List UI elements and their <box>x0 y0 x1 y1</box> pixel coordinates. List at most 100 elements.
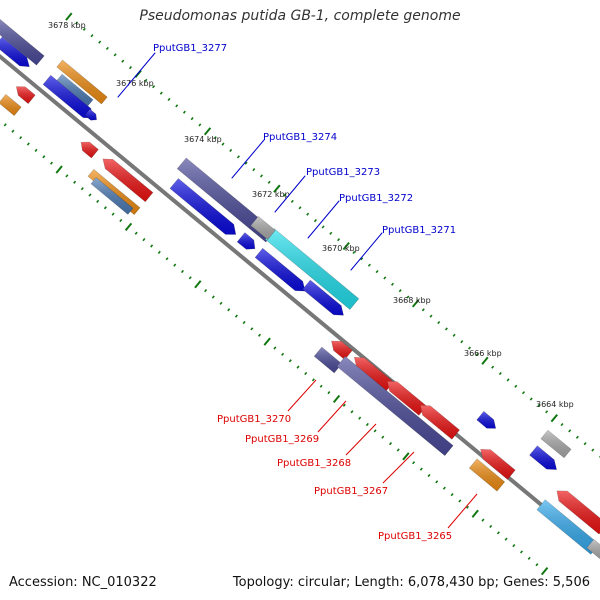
minor-tick <box>19 136 23 140</box>
major-tick <box>273 184 281 193</box>
gene-label[interactable]: PputGB1_3267 <box>314 486 388 497</box>
minor-tick <box>506 378 510 382</box>
minor-tick <box>165 257 169 261</box>
minor-tick <box>304 371 308 376</box>
minor-tick <box>111 212 115 216</box>
gene-label[interactable]: PputGB1_3268 <box>277 458 351 469</box>
major-tick <box>342 241 350 251</box>
label-leader-line <box>307 200 340 239</box>
minor-tick <box>103 206 107 210</box>
major-tick <box>65 12 73 21</box>
minor-tick <box>290 199 294 204</box>
major-tick <box>263 337 271 346</box>
minor-tick <box>491 365 495 369</box>
gene-label[interactable]: PputGB1_3272 <box>339 193 413 204</box>
minor-tick <box>267 180 271 184</box>
minor-tick <box>591 448 595 452</box>
minor-tick <box>458 499 462 503</box>
minor-tick <box>442 486 446 490</box>
minor-tick <box>535 563 539 567</box>
minor-tick <box>327 391 331 395</box>
feature-shading <box>540 430 572 458</box>
major-tick <box>332 394 341 404</box>
minor-tick <box>227 308 231 312</box>
scale-label: 3676 kbp <box>116 79 154 88</box>
scale-label: 3678 kbp <box>48 21 86 30</box>
feature-shading <box>336 356 454 456</box>
minor-tick <box>460 340 464 344</box>
minor-tick <box>150 244 154 248</box>
minor-tick <box>105 46 109 51</box>
minor-tick <box>236 155 240 159</box>
minor-tick <box>173 263 177 267</box>
gene-label[interactable]: PputGB1_3265 <box>378 531 452 542</box>
minor-tick <box>406 295 410 299</box>
minor-tick <box>90 34 94 38</box>
minor-tick <box>134 231 138 235</box>
minor-tick <box>360 257 364 261</box>
minor-tick <box>257 333 262 337</box>
minor-tick <box>575 435 579 439</box>
minor-tick <box>313 218 317 223</box>
minor-tick <box>452 333 456 337</box>
minor-tick <box>311 378 315 382</box>
minor-tick <box>521 391 526 395</box>
minor-tick <box>467 346 472 350</box>
minor-tick <box>204 288 208 293</box>
minor-tick <box>242 320 246 325</box>
minor-tick <box>545 410 549 414</box>
label-leader-line <box>447 493 478 529</box>
gene-label[interactable]: PputGB1_3270 <box>217 414 291 425</box>
minor-tick <box>113 53 117 57</box>
minor-tick <box>475 352 479 357</box>
minor-tick <box>504 537 508 541</box>
minor-tick <box>527 556 531 560</box>
major-tick <box>134 69 142 79</box>
accession-text: Accession: NC_010322 <box>9 575 157 590</box>
scale-label: 3666 kbp <box>464 349 502 358</box>
minor-tick <box>180 269 184 274</box>
minor-tick <box>373 429 377 433</box>
label-leader-line <box>317 400 347 433</box>
scale-label: 3672 kbp <box>252 190 290 199</box>
minor-tick <box>121 59 125 63</box>
gene-label[interactable]: PputGB1_3274 <box>263 132 337 143</box>
minor-tick <box>213 136 217 140</box>
minor-tick <box>152 85 156 89</box>
gene-label[interactable]: PputGB1_3273 <box>306 167 380 178</box>
minor-tick <box>82 27 86 31</box>
scale-label: 3674 kbp <box>184 135 222 144</box>
minor-tick <box>288 359 292 363</box>
major-tick <box>540 566 549 576</box>
minor-tick <box>26 142 30 146</box>
minor-tick <box>259 174 264 178</box>
feature-shading <box>0 19 45 66</box>
major-tick <box>471 509 479 518</box>
label-leader-line <box>350 232 383 271</box>
minor-tick <box>398 289 402 293</box>
feature-shading <box>556 490 600 535</box>
minor-tick <box>65 174 69 178</box>
minor-tick <box>306 212 310 216</box>
gene-label[interactable]: PputGB1_3271 <box>382 225 456 236</box>
major-tick <box>411 299 420 308</box>
gene-label[interactable]: PputGB1_3269 <box>245 434 319 445</box>
feature-shading <box>43 75 94 119</box>
minor-tick <box>73 180 77 184</box>
minor-tick <box>396 448 400 452</box>
minor-tick <box>519 550 524 554</box>
minor-tick <box>321 225 325 229</box>
minor-tick <box>229 148 233 153</box>
feature-shading <box>331 341 353 360</box>
minor-tick <box>466 505 470 509</box>
feature-shading <box>265 228 359 310</box>
minor-tick <box>352 250 356 255</box>
minor-tick <box>481 518 485 522</box>
genome-summary-text: Topology: circular; Length: 6,078,430 bp… <box>232 575 590 590</box>
map-title: Pseudomonas putida GB-1, complete genome <box>139 8 461 24</box>
minor-tick <box>167 97 171 102</box>
minor-tick <box>319 384 323 388</box>
gene-label[interactable]: PputGB1_3277 <box>153 43 227 54</box>
minor-tick <box>435 480 439 484</box>
minor-tick <box>358 416 362 420</box>
